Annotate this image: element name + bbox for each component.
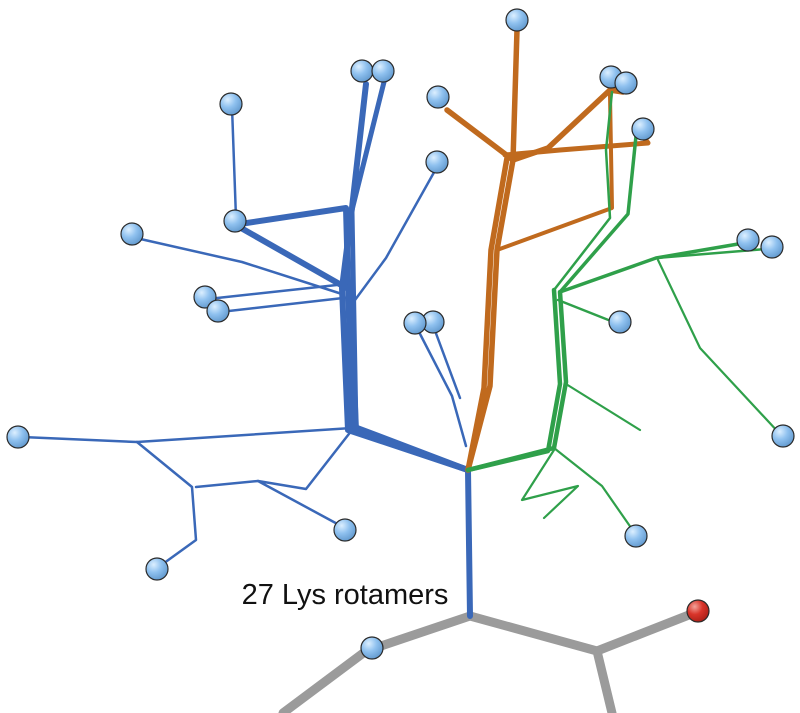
bond-blue xyxy=(465,467,473,619)
bond-blue xyxy=(256,428,354,529)
bond-green xyxy=(656,258,782,436)
bond-orange xyxy=(502,133,651,158)
bond-blue xyxy=(194,479,260,489)
nitrogen-atom[interactable] xyxy=(426,85,450,109)
nitrogen-atom[interactable] xyxy=(350,59,374,83)
bond-green xyxy=(558,241,746,294)
bond-green xyxy=(558,134,638,294)
atoms-layer xyxy=(6,8,795,660)
bond-blue xyxy=(230,105,238,220)
nitrogen-atom[interactable] xyxy=(333,518,357,542)
bond-gray xyxy=(465,611,617,713)
nitrogen-atom[interactable] xyxy=(614,71,638,95)
bond-green xyxy=(556,298,618,325)
nitrogen-atom[interactable] xyxy=(760,235,784,259)
bond-gray xyxy=(278,611,475,713)
nitrogen-atom[interactable] xyxy=(505,8,529,32)
bond-blue xyxy=(349,79,387,213)
nitrogen-atom[interactable] xyxy=(403,311,427,335)
nitrogen-atom[interactable] xyxy=(120,222,144,246)
bond-green xyxy=(520,448,580,520)
bond-blue xyxy=(353,165,439,302)
bond-orange xyxy=(465,157,516,473)
bond-green xyxy=(552,90,614,292)
nitrogen-atom[interactable] xyxy=(145,557,169,581)
bond-blue xyxy=(218,295,354,314)
bond-blue xyxy=(134,236,344,296)
bonds-layer xyxy=(20,27,782,713)
nitrogen-atom[interactable] xyxy=(736,228,760,252)
bond-blue xyxy=(416,328,468,448)
oxygen-atom[interactable] xyxy=(686,599,710,623)
nitrogen-atom[interactable] xyxy=(425,150,449,174)
bond-green xyxy=(552,446,636,534)
bond-green xyxy=(564,382,642,432)
bond-blue xyxy=(339,81,471,473)
caption: 27 Lys rotamers xyxy=(242,579,449,611)
bond-blue xyxy=(20,426,354,444)
nitrogen-atom[interactable] xyxy=(608,310,632,334)
bond-orange xyxy=(444,107,516,163)
bond-blue xyxy=(432,326,462,400)
nitrogen-atom[interactable] xyxy=(360,636,384,660)
nitrogen-atom[interactable] xyxy=(624,524,648,548)
bond-gray xyxy=(592,608,699,656)
nitrogen-atom[interactable] xyxy=(206,299,230,323)
nitrogen-atom[interactable] xyxy=(771,424,795,448)
nitrogen-atom[interactable] xyxy=(219,92,243,116)
nitrogen-atom[interactable] xyxy=(371,59,395,83)
bond-orange xyxy=(495,93,614,252)
bond-orange xyxy=(510,27,520,163)
nitrogen-atom[interactable] xyxy=(223,209,247,233)
bond-orange xyxy=(510,87,613,163)
bond-orange xyxy=(465,155,510,473)
bond-blue xyxy=(349,209,359,433)
bond-blue xyxy=(135,440,198,568)
bond-green xyxy=(465,287,563,473)
nitrogen-atom[interactable] xyxy=(6,425,30,449)
bond-blue xyxy=(206,282,348,301)
nitrogen-atom[interactable] xyxy=(631,117,655,141)
